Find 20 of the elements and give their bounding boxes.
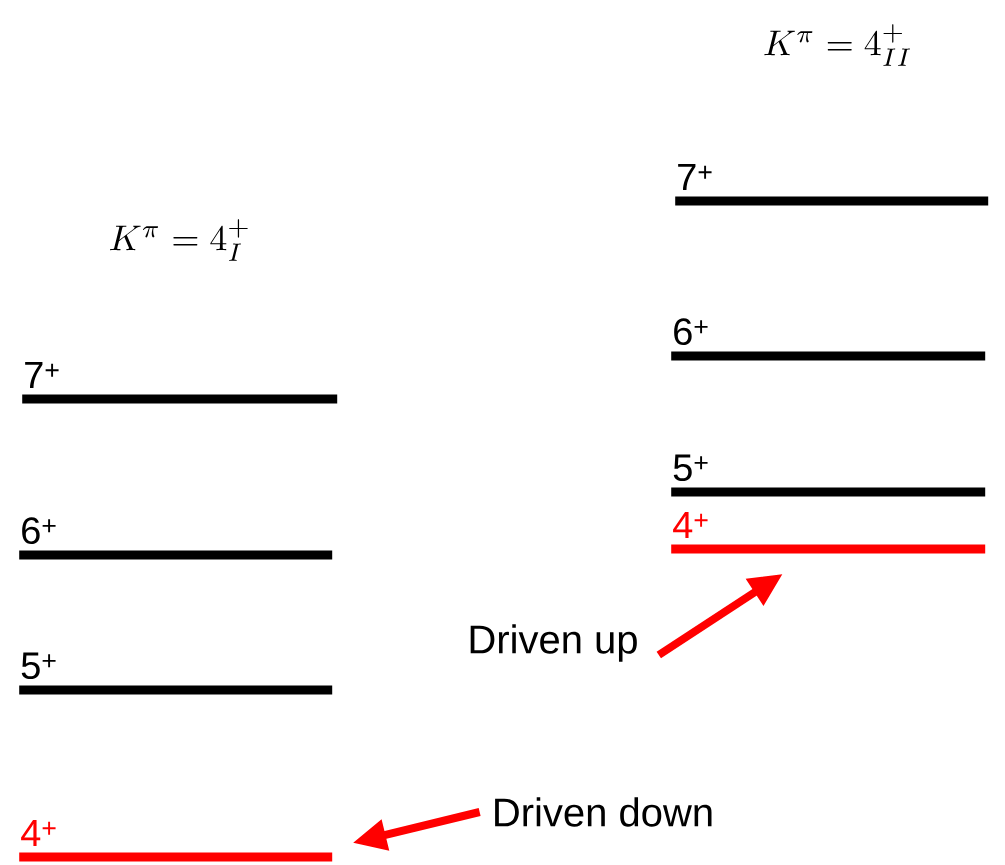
node-label: 6$^{+}$ — [22, 517, 56, 545]
node-label: 5$^{+}$ — [21, 652, 56, 680]
annotation-text: Driven up — [470, 624, 637, 662]
band-label: $K^{\pi} = 4^{+}_{II}$ — [764, 24, 910, 66]
band-label: $K^{\pi} = 4^{+}_{I}$ — [110, 219, 248, 261]
energy-level: 7$^{+}$ — [675, 163, 989, 206]
annotation-text: Driven down — [495, 797, 712, 827]
node-label: 6$^{+}$ — [674, 318, 708, 346]
energy-level: 4$^{+}$ — [19, 819, 333, 862]
node-label: 7$^{+}$ — [678, 163, 712, 191]
node-label: 4$^{+}$ — [673, 511, 708, 539]
energy-level: 7$^{+}$ — [22, 361, 338, 404]
energy-level: 4$^{+}$ — [671, 511, 986, 554]
node-label: 7$^{+}$ — [25, 361, 59, 389]
node-label: 4$^{+}$ — [21, 819, 56, 847]
node-label: 5$^{+}$ — [673, 454, 708, 482]
energy-level: 5$^{+}$ — [671, 454, 986, 497]
energy-level: 5$^{+}$ — [19, 652, 333, 695]
energy-level: 6$^{+}$ — [19, 517, 333, 560]
energy-level: 6$^{+}$ — [671, 318, 986, 361]
